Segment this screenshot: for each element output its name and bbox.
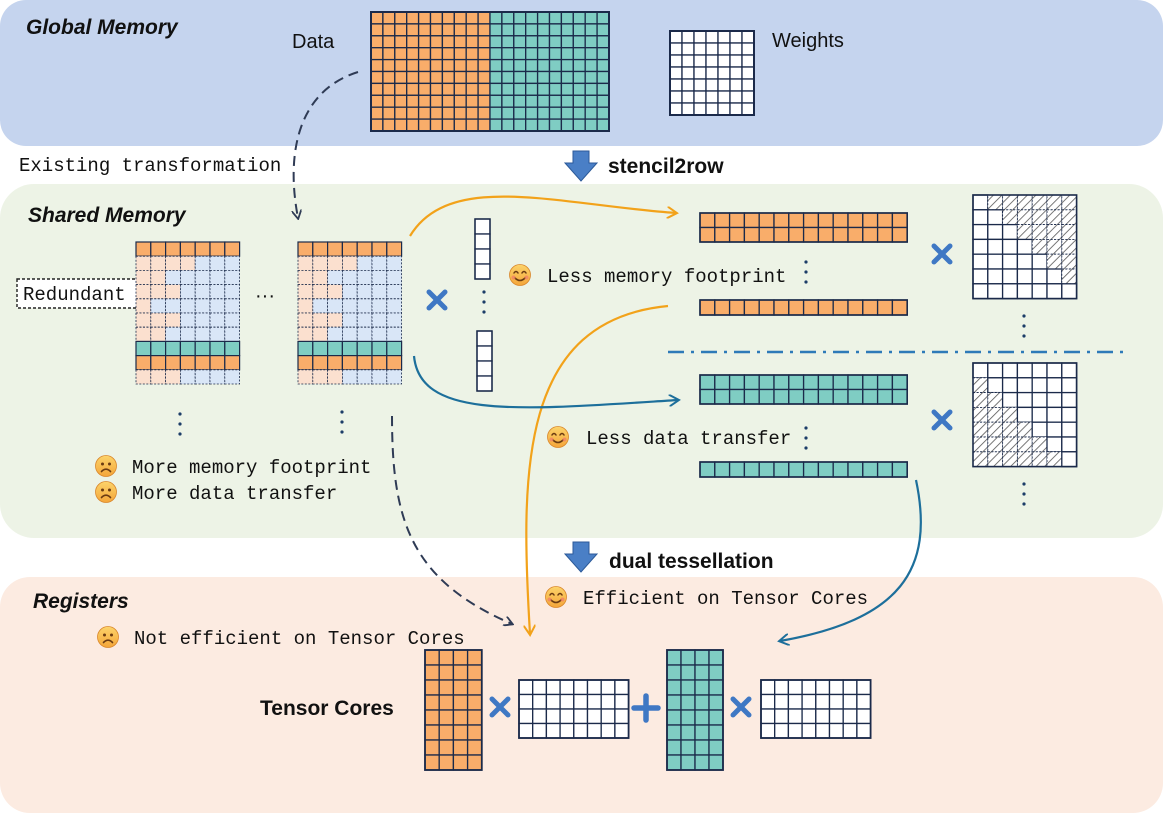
grid-layer [135,11,1078,771]
note-text: Less memory footprint [547,266,786,288]
shared-weights-upper [972,194,1078,300]
tensor-cores-label: Tensor Cores [260,697,394,720]
shared-weights-lower [972,362,1078,468]
multiply-icon [931,409,953,431]
dual-tessellation-step-arrow-icon [563,541,599,573]
filter-vector-top [474,218,491,280]
shared-memory-title: Shared Memory [28,204,187,227]
weights-label: Weights [772,30,844,52]
stencil2row-orange-row-bottom [699,299,908,316]
vertical-ellipsis [804,426,808,450]
global-memory-title: Global Memory [26,16,179,39]
multiply-icon [489,696,511,718]
note-not-efficient-tensor-cores: Not efficient on Tensor Cores [97,626,465,650]
note-efficient-tensor-cores: Efficient on Tensor Cores [545,586,868,610]
data-matrix [370,11,610,132]
note-more-data-transfer: More data transfer [95,481,337,505]
register-weights-2 [760,679,872,739]
note-more-memory-footprint: More memory footprint [95,455,371,479]
stencil2row-step-label: stencil2row [608,155,724,178]
vertical-ellipsis [482,290,486,314]
decor-layer [178,71,1130,723]
weights-matrix [669,30,755,116]
shared-matrix-ellipsis: ··· [255,285,275,307]
register-data-teal [666,649,724,771]
note-text: Not efficient on Tensor Cores [134,628,465,650]
blue-down-arrow [780,479,922,641]
data-label: Data [292,31,335,53]
vertical-ellipsis [1022,314,1026,338]
smile-emoji-icon [547,426,569,448]
note-text: More data transfer [132,483,337,505]
existing-transformation-arrow [294,71,359,218]
frown-emoji-icon [95,455,117,477]
note-less-data-transfer: Less data transfer [547,426,791,450]
multiply-icon [426,289,448,311]
multiply-icon [730,696,752,718]
note-text: Efficient on Tensor Cores [583,588,868,610]
frown-emoji-icon [97,626,119,648]
filter-vector-bottom [476,330,493,392]
shared-to-registers-dashed-arrow [391,415,512,624]
note-less-memory-footprint: Less memory footprint [509,264,786,288]
stencil2row-step-arrow-icon [563,150,599,182]
unfolded-matrix-1 [135,241,241,385]
registers-title: Registers [33,590,129,613]
register-data-orange [424,649,483,771]
unfolded-matrix-2 [297,241,403,385]
multiply-icon [931,243,953,265]
stencil2row-orange-rows [699,212,908,243]
frown-emoji-icon [95,481,117,503]
vertical-ellipsis [178,412,182,436]
smile-emoji-icon [545,586,567,608]
register-weights-1 [518,679,630,739]
blue-stencil2row-arrow [412,355,678,409]
shared-memory-region [0,184,1163,538]
dual-tessellation-step-label: dual tessellation [609,550,774,573]
orange-stencil2row-arrow [409,195,676,237]
redundant-box [16,278,138,309]
vertical-ellipsis [1022,482,1026,506]
note-text: More memory footprint [132,457,371,479]
plus-icon [631,693,661,723]
redundant-label: Redundant [23,284,126,306]
stencil2row-teal-rows [699,374,908,405]
note-text: Less data transfer [586,428,791,450]
existing-transformation-label: Existing transformation [19,155,281,177]
orange-down-arrow [526,304,669,634]
vertical-ellipsis [340,410,344,434]
stencil2row-teal-row-bottom [699,461,908,478]
smile-emoji-icon [509,264,531,286]
vertical-ellipsis [804,260,808,284]
